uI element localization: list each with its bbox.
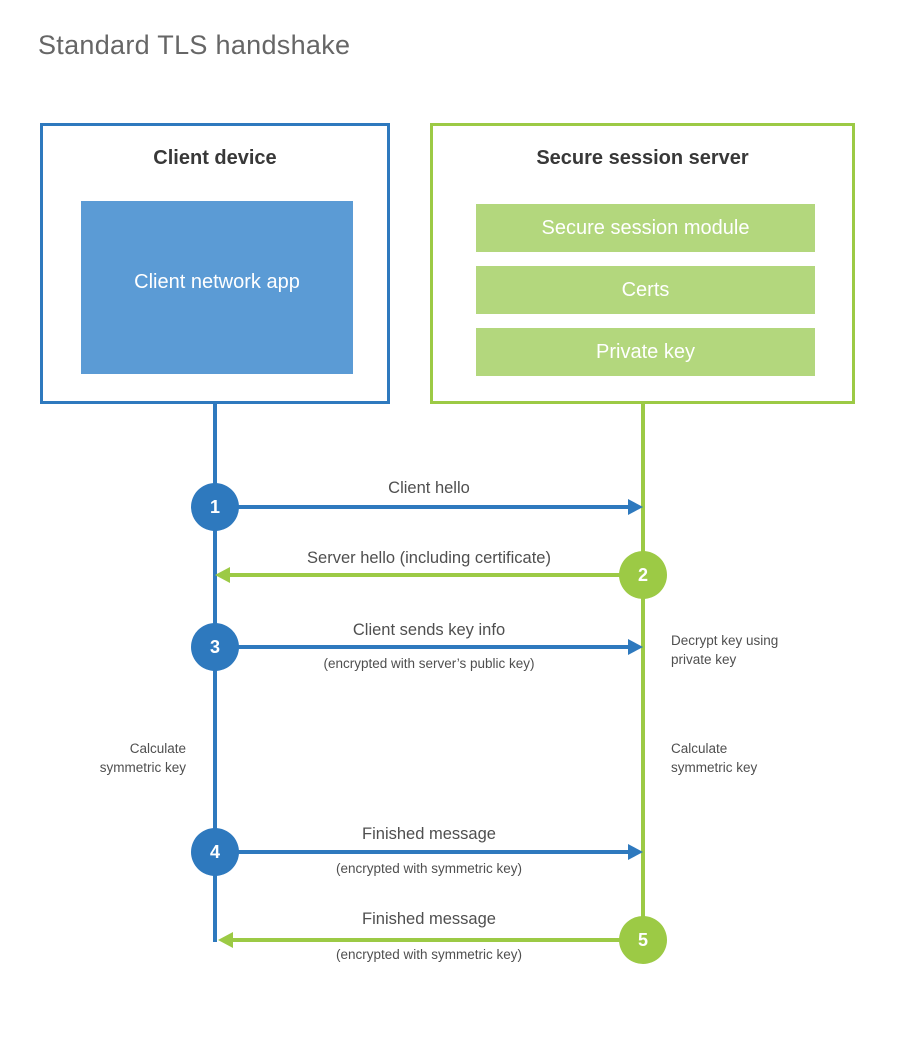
server-lifeline — [641, 404, 645, 940]
message-label-finished-server: Finished message — [362, 910, 496, 928]
step-circle-5: 5 — [619, 916, 667, 964]
step-circle-3: 3 — [191, 623, 239, 671]
page-title: Standard TLS handshake — [38, 30, 351, 60]
step-circle-4: 4 — [191, 828, 239, 876]
server-module-secure-session: Secure session module — [476, 204, 815, 252]
message-label-finished-client: Finished message — [362, 825, 496, 843]
step-circle-2: 2 — [619, 551, 667, 599]
note-calculate-client: Calculate symmetric key — [99, 741, 186, 775]
client-network-app-label: Client network app — [134, 271, 300, 293]
client-network-app-box: Client network app — [81, 201, 353, 374]
arrow-5-head-icon — [218, 932, 233, 948]
client-lifeline — [213, 404, 217, 942]
server-module-private-key: Private key — [476, 328, 815, 376]
message-sub-finished-server: (encrypted with symmetric key) — [335, 947, 523, 962]
step-circle-1: 1 — [191, 483, 239, 531]
arrow-4-line — [215, 850, 629, 854]
message-sub-finished-client: (encrypted with symmetric key) — [335, 861, 523, 876]
client-device-box: Client device Client network app — [40, 123, 390, 404]
message-label-key-info: Client sends key info — [352, 621, 506, 639]
arrow-4-head-icon — [628, 844, 643, 860]
secure-session-server-box: Secure session server Secure session mod… — [430, 123, 855, 404]
arrow-3-line — [215, 645, 629, 649]
message-label-client-hello: Client hello — [388, 479, 470, 497]
arrow-1-line — [215, 505, 629, 509]
secure-session-server-title: Secure session server — [536, 147, 749, 169]
arrow-1-head-icon — [628, 499, 643, 515]
arrow-2-line — [230, 573, 643, 577]
server-module-certs: Certs — [476, 266, 815, 314]
note-decrypt-key: Decrypt key using private key — [671, 633, 779, 667]
arrow-5-line — [233, 938, 643, 942]
arrow-2-head-icon — [215, 567, 230, 583]
client-device-title: Client device — [153, 147, 277, 169]
note-calculate-server: Calculate symmetric key — [671, 741, 758, 775]
message-label-server-hello: Server hello (including certificate) — [307, 549, 551, 567]
arrow-3-head-icon — [628, 639, 643, 655]
message-sub-key-info: (encrypted with server’s public key) — [323, 656, 535, 671]
